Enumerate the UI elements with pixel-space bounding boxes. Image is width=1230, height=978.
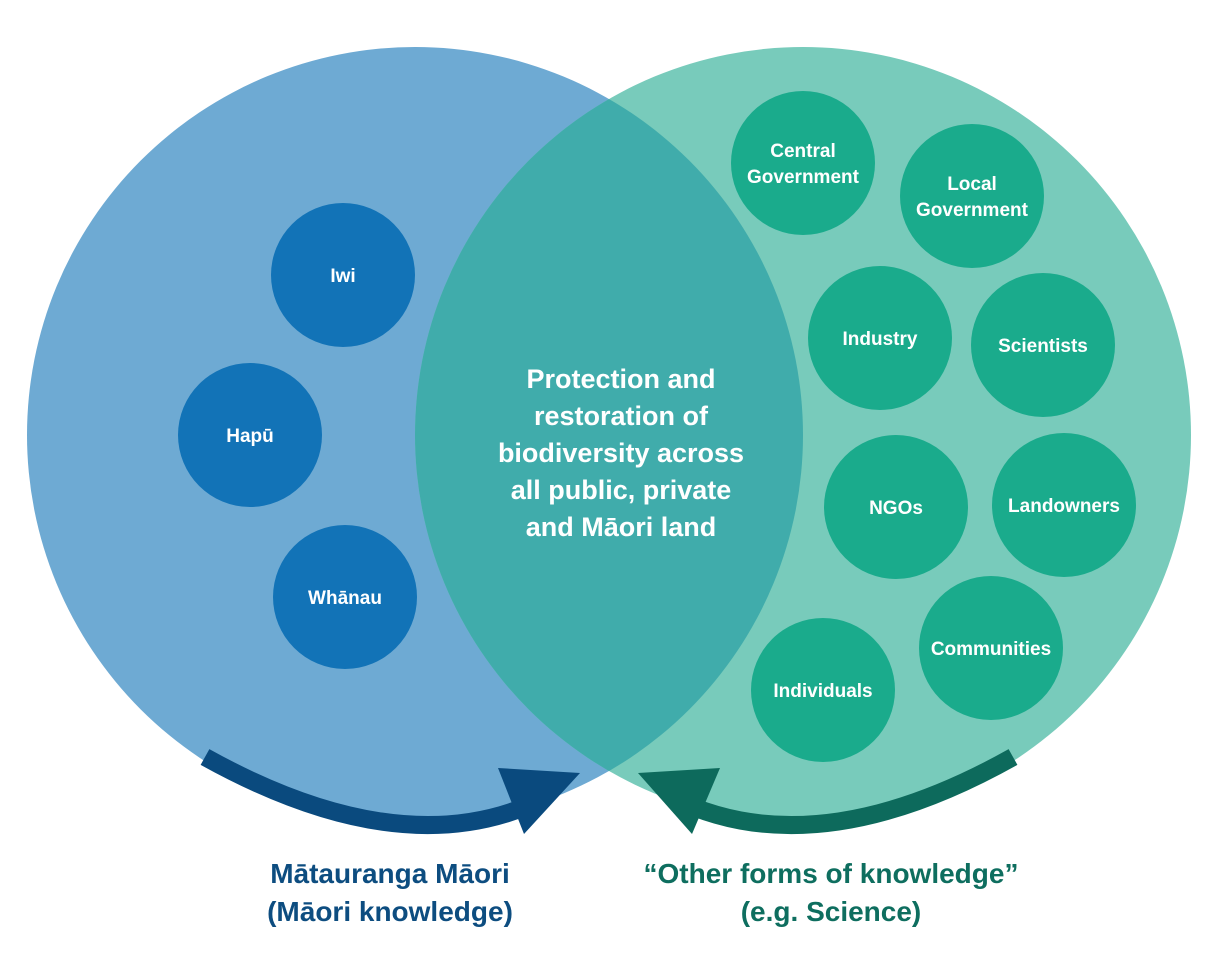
node-communities bbox=[919, 576, 1063, 720]
node-label-ngos: NGOs bbox=[869, 498, 923, 519]
node-industry bbox=[808, 266, 952, 410]
node-central-government bbox=[731, 91, 875, 235]
right-arrow bbox=[638, 749, 1018, 835]
node-label-individuals: Individuals bbox=[773, 681, 872, 702]
node-individuals bbox=[751, 618, 895, 762]
node-label-industry: Industry bbox=[843, 329, 918, 350]
left-arrow bbox=[200, 749, 580, 835]
overlap-region bbox=[415, 47, 803, 823]
node-label-hapu: Hapū bbox=[226, 426, 274, 447]
node-iwi bbox=[271, 203, 415, 347]
node-label-whanau: Whānau bbox=[308, 588, 382, 609]
node-label-iwi: Iwi bbox=[330, 266, 355, 287]
node-landowners bbox=[992, 433, 1136, 577]
node-label-scientists: Scientists bbox=[998, 336, 1088, 357]
right-caption-line1: “Other forms of knowledge” bbox=[644, 858, 1019, 889]
node-local-government bbox=[900, 124, 1044, 268]
node-label-communities: Communities bbox=[931, 639, 1051, 660]
node-scientists bbox=[971, 273, 1115, 417]
left-caption-line2: (Māori knowledge) bbox=[267, 896, 513, 927]
node-hapu bbox=[178, 363, 322, 507]
right-caption-line2: (e.g. Science) bbox=[741, 896, 922, 927]
node-label-landowners: Landowners bbox=[1008, 496, 1120, 517]
node-ngos bbox=[824, 435, 968, 579]
left-caption-line1: Mātauranga Māori bbox=[270, 858, 510, 889]
node-whanau bbox=[273, 525, 417, 669]
